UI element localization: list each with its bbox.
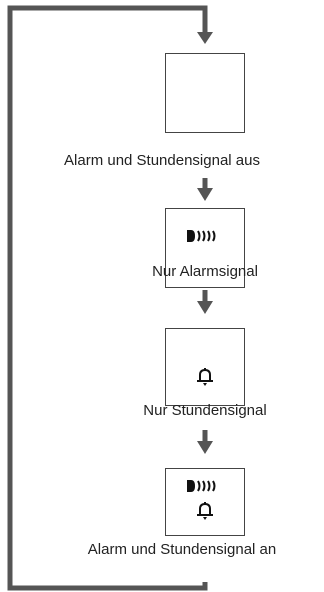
state-label-4: Alarm und Stundensignal an	[87, 541, 277, 558]
alarm-signal-icon	[187, 230, 216, 242]
hourly-chime-bell-icon	[197, 368, 213, 386]
alarm-signal-icon	[187, 480, 216, 492]
state-label-3: Nur Stundensignal	[143, 402, 267, 419]
state-box-4	[165, 468, 245, 536]
loop-return-line	[7, 5, 208, 591]
state-box-2	[165, 208, 245, 288]
arrow-into-state-1	[197, 32, 213, 44]
hourly-chime-bell-icon	[197, 502, 213, 520]
state-box-1	[165, 53, 245, 133]
state-label-2: Nur Alarmsignal	[152, 263, 258, 280]
arrow-head-2	[197, 301, 213, 314]
arrow-head-1	[197, 188, 213, 201]
arrow-head-3	[197, 441, 213, 454]
state-box-3	[165, 328, 245, 406]
state-label-1: Alarm und Stundensignal aus	[64, 152, 260, 169]
